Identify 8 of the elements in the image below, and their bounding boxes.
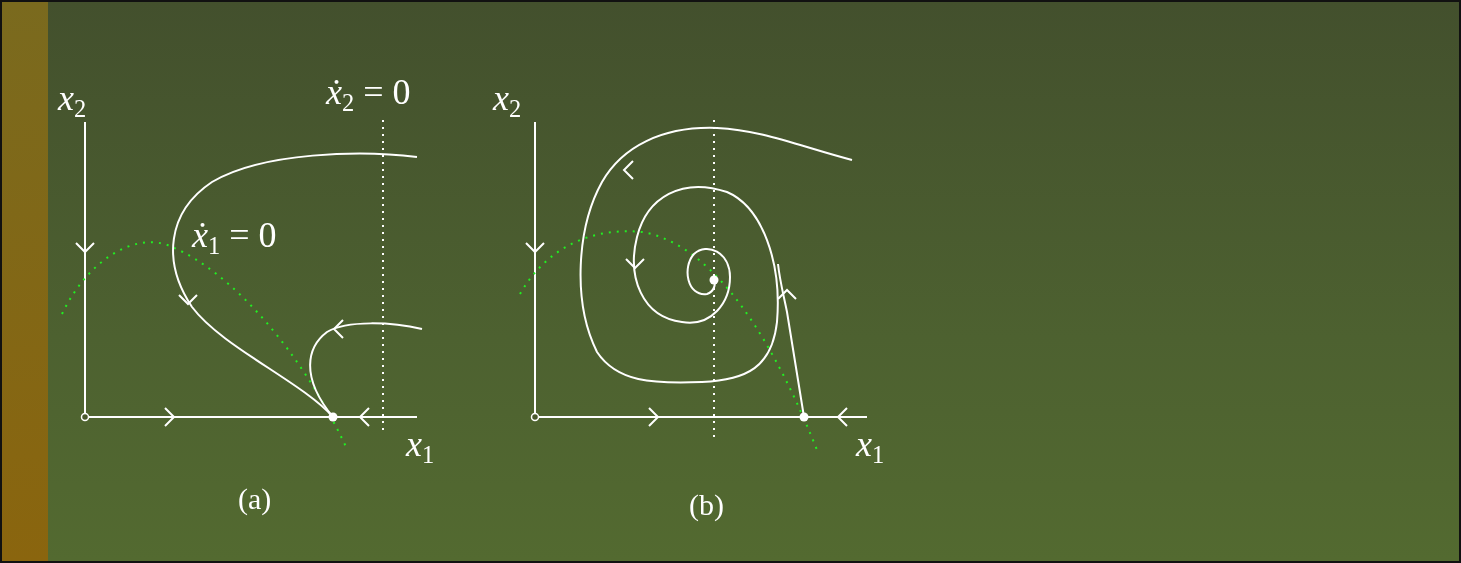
axis-label: x$_{1}$ [406,426,435,468]
panel-label: (b) [689,490,724,520]
nullcline-label: ẋ$_{2}$ = 0 [326,74,411,116]
axis-label: x$_{2}$ [58,80,87,122]
axis-label: x$_{1}$ [856,426,885,468]
panel-label: (a) [238,484,272,514]
nullcline-label: ẋ$_{1}$ = 0 [192,217,277,259]
axis-label: x$_{2}$ [493,80,522,122]
